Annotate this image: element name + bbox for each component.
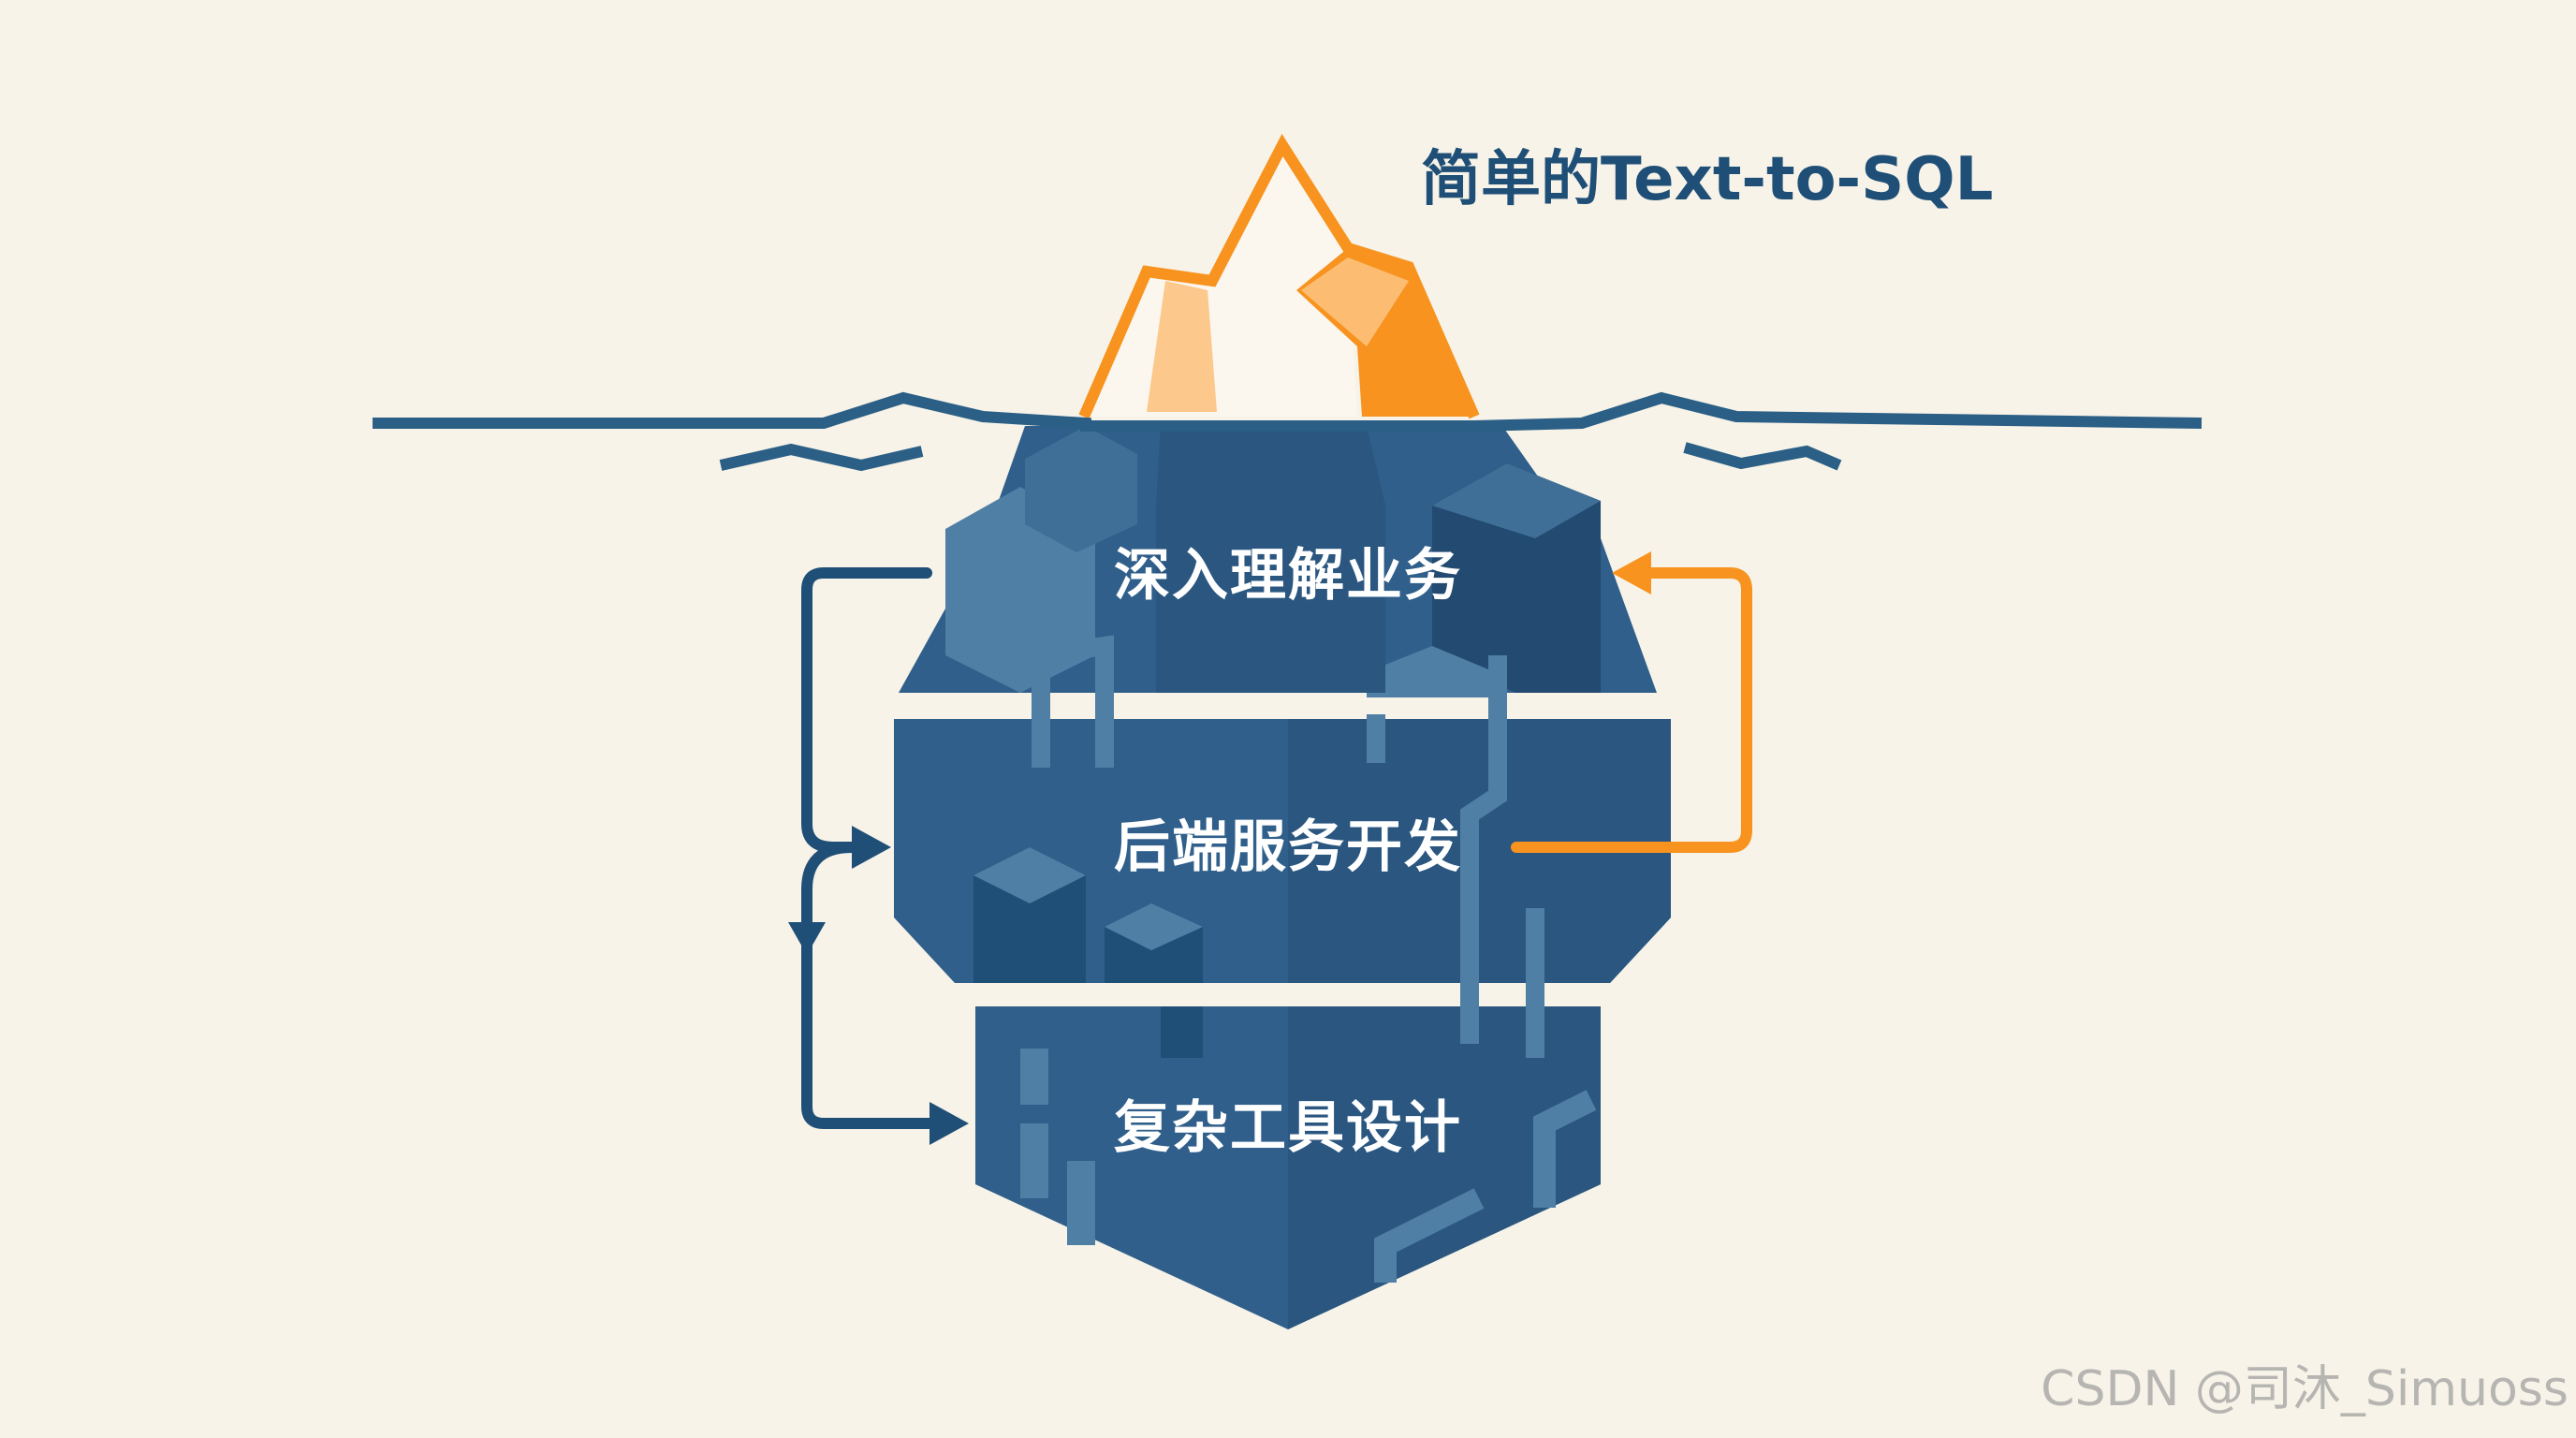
crossing-1 <box>1032 688 1050 726</box>
arrowhead-down <box>788 922 826 955</box>
tip-left-facet <box>1147 281 1217 412</box>
pipe-right <box>1460 655 1507 1044</box>
layer-label-backend-service: 后端服务开发 <box>1114 814 1462 880</box>
arrow-backend-to-understand <box>1511 567 1752 853</box>
layer-label-complex-tools: 复杂工具设计 <box>1114 1095 1462 1161</box>
block3-panel-2 <box>1020 1123 1048 1198</box>
right-feedback-loop <box>1511 551 1752 853</box>
arrowhead-understand <box>1612 551 1651 594</box>
diagram-title: 简单的Text-to-SQL <box>1421 145 1994 214</box>
block1-step <box>1385 646 1488 697</box>
water-surface <box>373 391 2203 472</box>
gap-2 <box>969 988 1605 1003</box>
arrowhead-tools <box>929 1102 969 1145</box>
wave-left <box>719 443 924 472</box>
layer-block-1 <box>899 426 1657 697</box>
block3-panel-1 <box>1020 1049 1048 1105</box>
block3-circuit-right-2 <box>1374 1188 1485 1283</box>
crossing-3 <box>1488 688 1507 726</box>
arrow-understand-to-backend <box>801 567 932 853</box>
block1-right-cube-top <box>1432 463 1601 538</box>
gap-1 <box>889 697 1676 714</box>
block3-circuit-right <box>1533 1090 1597 1208</box>
wave-right <box>1683 442 1842 471</box>
crossing-2 <box>1095 688 1114 726</box>
block1-center-face <box>1156 426 1385 693</box>
block2-right-face <box>1288 719 1671 983</box>
pipe-crossings <box>1032 688 1544 1016</box>
block3-right-face <box>1288 1006 1601 1329</box>
layer-gaps <box>889 697 1676 1003</box>
water-line <box>373 391 2203 432</box>
block2-cube-a-top <box>973 847 1086 903</box>
layer-block-3 <box>975 1006 1601 1329</box>
block3-panel-3 <box>1067 1161 1095 1245</box>
tip-white-face <box>1084 145 1357 417</box>
block2-cube-b-top <box>1105 903 1203 950</box>
watermark: CSDN @司沐_Simuoss <box>2041 1361 2569 1417</box>
crossing-5 <box>1526 978 1544 1016</box>
left-arrowheads <box>788 826 969 1145</box>
block3-cube <box>1105 1006 1203 1058</box>
tip-right-facet <box>1301 257 1409 346</box>
crossing-4 <box>1460 978 1479 1016</box>
arrow-backend-to-tools <box>801 842 942 1129</box>
block1-left-cube-top <box>1025 426 1137 552</box>
iceberg-tip <box>1078 133 1480 419</box>
left-feedback-loop <box>801 567 942 1129</box>
arrowhead-backend <box>852 826 891 869</box>
layer-label-understand-business: 深入理解业务 <box>1114 543 1462 609</box>
